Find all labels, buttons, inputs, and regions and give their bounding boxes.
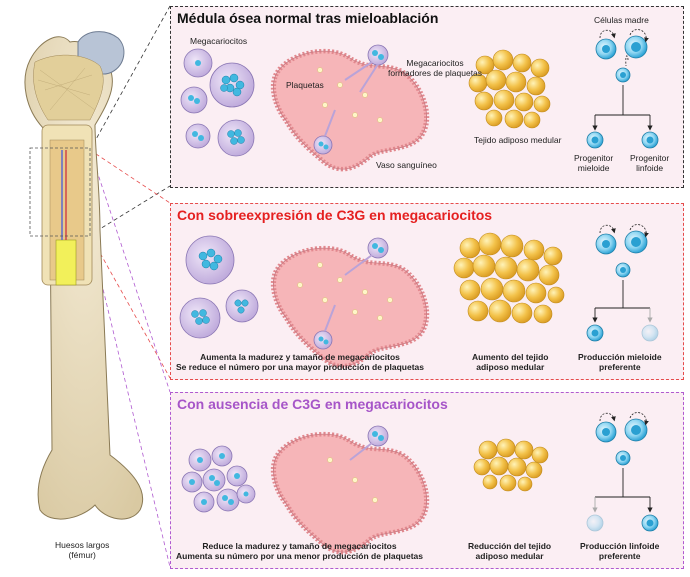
overexpression-mk-line2: Se reduce el número por una mayor produc…	[176, 362, 424, 372]
overexpression-outcome-text: Producción mieloide preferente	[578, 352, 662, 372]
bone-label: Huesos largos (fémur)	[55, 540, 109, 560]
adipose-tissue	[468, 49, 551, 129]
label-platelets: Plaquetas	[286, 80, 324, 90]
label-myeloid-line2: mieloide	[577, 163, 610, 173]
platelets	[317, 67, 383, 123]
panel-normal-title: Médula ósea normal tras mieloablación	[177, 10, 439, 26]
panel-absence-title: Con ausencia de C3G en megacariocitos	[177, 396, 448, 412]
absence-mk-line2: Aumenta su número por una menor producci…	[176, 551, 424, 561]
overexpression-adipose-text: Aumento del tejido adiposo medular	[472, 352, 549, 372]
overexpression-adipose-line1: Aumento del tejido	[472, 352, 549, 362]
panel-overexpression-title: Con sobreexpresión de C3G en megacarioci…	[177, 207, 493, 223]
label-stem-cells: Células madre	[594, 15, 649, 25]
connector-lines	[89, 5, 171, 568]
overexpression-mk-text: Aumenta la madurez y tamaño de megacario…	[176, 352, 424, 372]
absence-mk-text: Reduce la madurez y tamaño de megacarioc…	[176, 541, 423, 561]
overexpression-mk-line1: Aumenta la madurez y tamaño de megacario…	[200, 352, 400, 362]
femur-illustration	[24, 31, 144, 520]
platelet-forming-megakaryocytes	[313, 44, 389, 155]
absence-outcome-line2: preferente	[598, 551, 641, 561]
absence-adipose-text: Reducción del tejido adiposo medular	[468, 541, 551, 561]
label-lymphoid: Progenitor linfoide	[630, 153, 669, 173]
overexpression-outcome-line1: Producción mieloide	[578, 352, 662, 362]
panel-absence-graphics	[181, 412, 659, 553]
overexpression-adipose-line2: adiposo medular	[476, 362, 545, 372]
label-blood-vessel: Vaso sanguíneo	[376, 160, 437, 170]
overexpression-outcome-line2: preferente	[599, 362, 641, 372]
panel-normal: Médula ósea normal tras mieloablación	[170, 6, 684, 188]
label-myeloid-line1: Progenitor	[574, 153, 614, 163]
panel-absence: Con ausencia de C3G en megacariocitos	[170, 392, 684, 569]
label-myeloid: Progenitor mieloide	[574, 153, 613, 173]
label-lymphoid-line1: Progenitor	[630, 153, 670, 163]
absence-outcome-line1: Producción linfoide	[580, 541, 660, 551]
stem-cells	[586, 29, 659, 149]
panel-overexpression: Con sobreexpresión de C3G en megacarioci…	[170, 203, 684, 380]
absence-adipose-line1: Reducción del tejido	[468, 541, 552, 551]
bone-label-line2: (fémur)	[68, 550, 96, 560]
bone-label-line1: Huesos largos	[55, 540, 110, 550]
megakaryocyte-cells	[180, 48, 255, 157]
absence-mk-line1: Reduce la madurez y tamaño de megacarioc…	[202, 541, 397, 551]
absence-outcome-text: Producción linfoide preferente	[580, 541, 659, 561]
label-platelet-forming-line1: Megacariocitos	[406, 58, 464, 68]
label-megakaryocytes: Megacariocitos	[190, 36, 248, 46]
panel-normal-graphics	[180, 29, 659, 170]
panel-overexpression-graphics	[179, 224, 659, 367]
absence-adipose-line2: adiposo medular	[475, 551, 544, 561]
label-platelet-forming: Megacariocitos formadores de plaquetas	[388, 58, 482, 78]
label-lymphoid-line2: linfoide	[636, 163, 664, 173]
label-platelet-forming-line2: formadores de plaquetas	[388, 68, 483, 78]
label-adipose: Tejido adiposo medular	[474, 135, 562, 145]
